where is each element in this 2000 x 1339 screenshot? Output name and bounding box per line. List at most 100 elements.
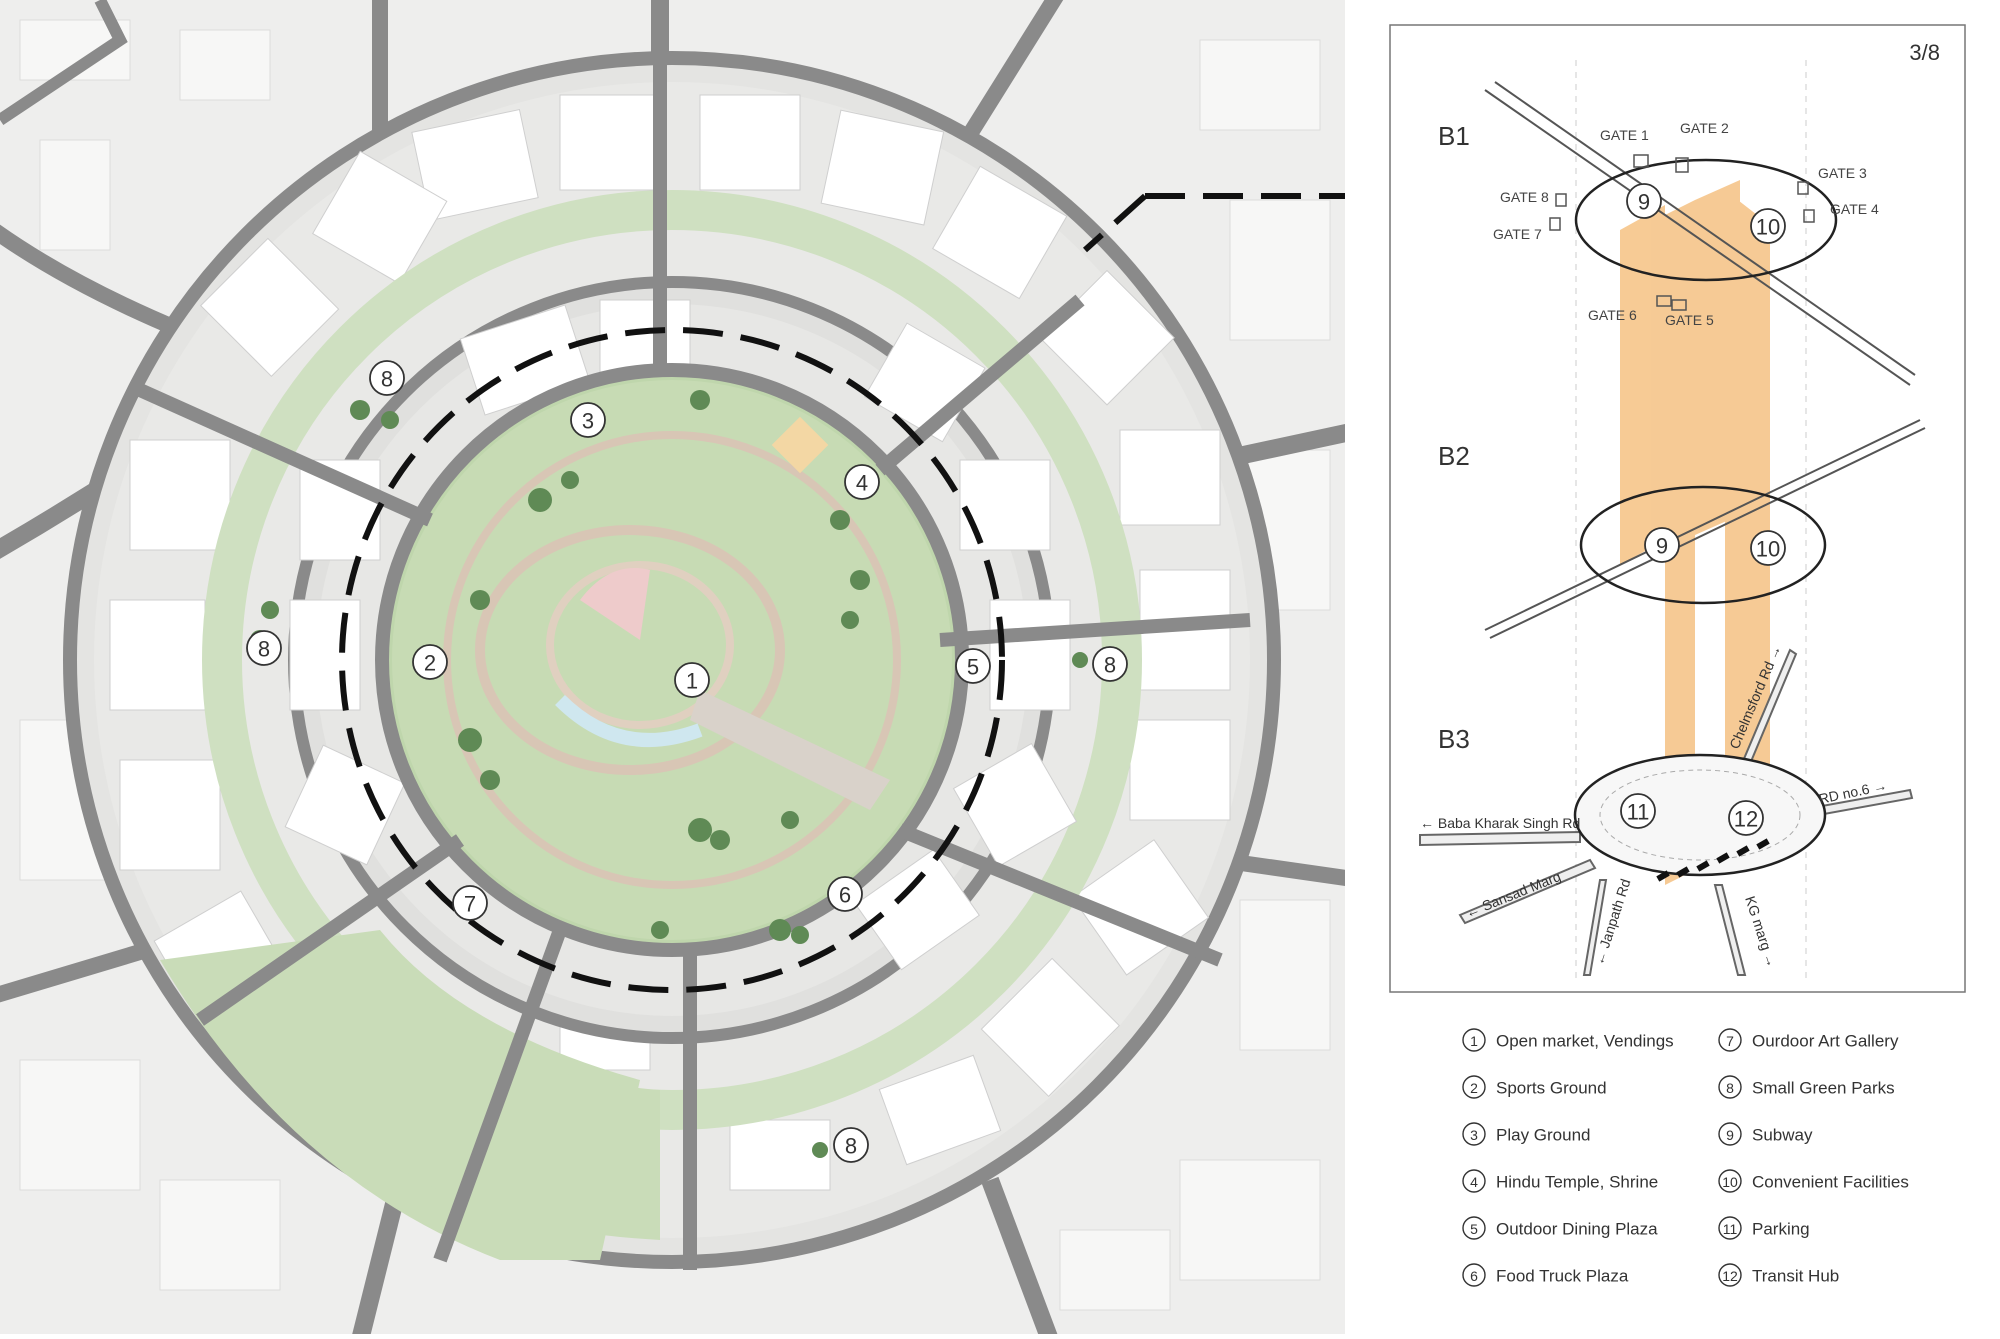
legend-label: Open market, Vendings xyxy=(1496,1032,1674,1051)
marker-circle xyxy=(1092,646,1128,682)
legend-label: Convenient Facilities xyxy=(1752,1173,1909,1192)
marker-number: 3 xyxy=(582,409,594,434)
marker-circle xyxy=(1644,527,1680,563)
legend-label: Sports Ground xyxy=(1496,1079,1607,1098)
legend-number: 8 xyxy=(1726,1080,1734,1096)
guide-lines xyxy=(1575,60,1807,980)
legend-item-2: 2 Sports Ground xyxy=(1462,1075,1607,1099)
map-marker-7: 7 xyxy=(452,885,488,921)
legend-number: 12 xyxy=(1722,1268,1738,1284)
marker-circle xyxy=(1620,793,1656,829)
map-marker-3: 3 xyxy=(570,402,606,438)
legend-number: 5 xyxy=(1470,1221,1478,1237)
map-marker-5: 5 xyxy=(955,648,991,684)
promenade xyxy=(690,690,890,810)
legend-number-circle xyxy=(1462,1122,1486,1146)
marker-circle xyxy=(246,630,282,666)
marker-circle xyxy=(1728,800,1764,836)
diagram-marker-12: 12 xyxy=(1728,800,1764,836)
legend-number: 3 xyxy=(1470,1127,1478,1143)
b2-concourse-outline xyxy=(1579,485,1827,605)
underground-section-diagram: 3/8 B1 GATE 1 GATE 2 GATE 3 GATE xyxy=(1389,24,1966,993)
legend-number-circle xyxy=(1462,1075,1486,1099)
gate-7-label: GATE 7 xyxy=(1493,226,1542,242)
diagram-marker-9: 9 xyxy=(1626,183,1662,219)
legend-number: 6 xyxy=(1470,1268,1478,1284)
b3-parking-marks xyxy=(1656,838,1770,882)
legend-number: 2 xyxy=(1470,1080,1478,1096)
legend-number: 10 xyxy=(1722,1174,1738,1190)
legend-number-circle xyxy=(1462,1216,1486,1240)
gate-4-label: GATE 4 xyxy=(1830,201,1879,217)
radial-roads xyxy=(137,60,1251,1270)
level-b1-label: B1 xyxy=(1438,121,1470,151)
diagram-marker-11: 11 xyxy=(1620,793,1656,829)
marker-number: 5 xyxy=(967,655,979,680)
marker-circle xyxy=(955,648,991,684)
marker-number: 6 xyxy=(839,883,851,908)
marker-number: 9 xyxy=(1638,190,1650,215)
legend-number-circle xyxy=(1462,1028,1486,1052)
marker-circle xyxy=(452,885,488,921)
marker-number: 4 xyxy=(856,471,868,496)
diagram-marker-10: 10 xyxy=(1750,208,1786,244)
marker-number: 2 xyxy=(424,651,436,676)
marker-circle xyxy=(369,360,405,396)
legend-label: Ourdoor Art Gallery xyxy=(1752,1032,1899,1051)
level-b2-label: B2 xyxy=(1438,441,1470,471)
legend-number: 9 xyxy=(1726,1127,1734,1143)
marker-number: 9 xyxy=(1656,534,1668,559)
legend-item-12: 12 Transit Hub xyxy=(1718,1263,1839,1287)
marker-number: 7 xyxy=(464,892,476,917)
diagram-marker-9: 9 xyxy=(1644,527,1680,563)
b3-roads xyxy=(1419,648,1914,976)
gate-6-label: GATE 6 xyxy=(1588,307,1637,323)
diagram-marker-10: 10 xyxy=(1750,530,1786,566)
marker-number: 8 xyxy=(381,367,393,392)
legend-label: Parking xyxy=(1752,1220,1810,1239)
marker-number: 8 xyxy=(258,637,270,662)
gate-symbols xyxy=(1549,154,1815,311)
marker-circle xyxy=(570,402,606,438)
legend-number: 11 xyxy=(1723,1221,1738,1237)
legend-item-7: 7 Ourdoor Art Gallery xyxy=(1718,1028,1899,1052)
legend-item-11: 11 Parking xyxy=(1718,1216,1810,1240)
marker-number: 8 xyxy=(1104,653,1116,678)
gate-5-label: GATE 5 xyxy=(1665,312,1714,328)
vertical-connection-shafts xyxy=(1620,180,1770,885)
legend-number-circle xyxy=(1718,1075,1742,1099)
map-marker-6: 6 xyxy=(827,876,863,912)
diagram-markers: 9 10 9 10 11 12 xyxy=(1620,183,1786,836)
level-b3-label: B3 xyxy=(1438,724,1470,754)
b2-subway-tracks xyxy=(1484,419,1926,639)
legend-item-1: 1 Open market, Vendings xyxy=(1462,1028,1674,1052)
amphitheatre xyxy=(580,568,650,640)
legend-number-circle xyxy=(1718,1263,1742,1287)
map-marker-8: 8 xyxy=(833,1127,869,1163)
legend-label: Transit Hub xyxy=(1752,1267,1839,1286)
marker-circle xyxy=(1626,183,1662,219)
legend-number: 4 xyxy=(1470,1174,1478,1190)
b1-concourse-outline xyxy=(1574,158,1838,282)
marker-number: 10 xyxy=(1756,537,1780,562)
page-label: 3/8 xyxy=(1909,40,1940,65)
legend-number: 1 xyxy=(1470,1033,1478,1049)
b3-roundabout-outline xyxy=(1573,753,1827,877)
marker-circle xyxy=(827,876,863,912)
legend-number-circle xyxy=(1718,1216,1742,1240)
marker-circle xyxy=(1750,530,1786,566)
marker-circle xyxy=(833,1127,869,1163)
map-marker-4: 4 xyxy=(844,464,880,500)
gate-1-label: GATE 1 xyxy=(1600,127,1649,143)
marker-circle xyxy=(844,464,880,500)
legend-number-circle xyxy=(1462,1169,1486,1193)
legend-number: 7 xyxy=(1726,1033,1734,1049)
marker-circle xyxy=(674,662,710,698)
